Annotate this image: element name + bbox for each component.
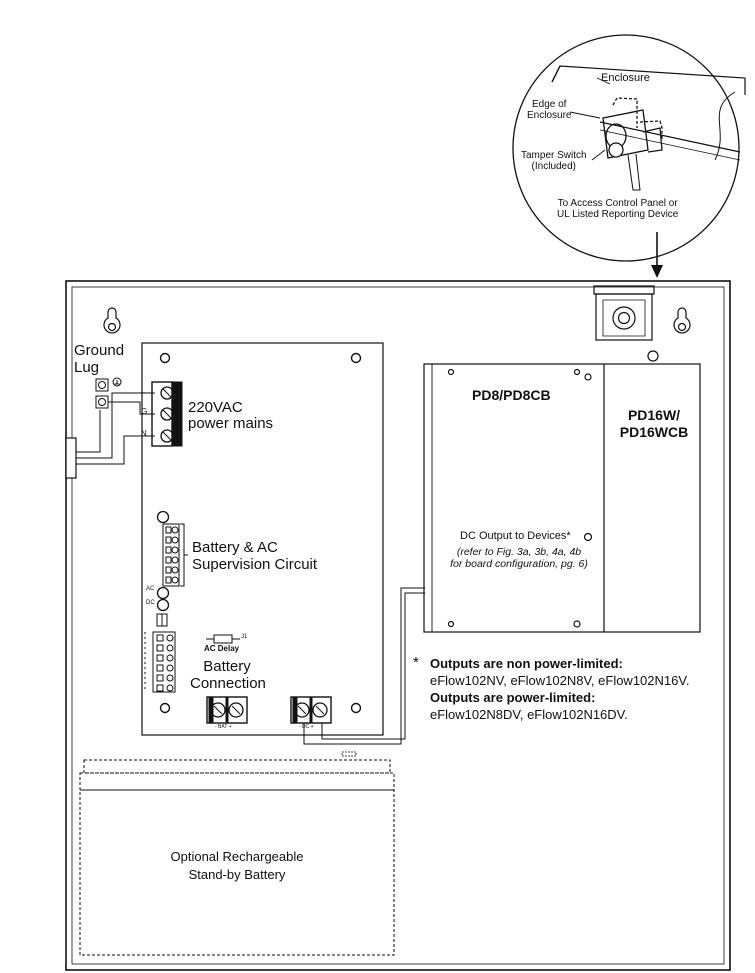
label-access-line2: UL Listed Reporting Device <box>557 209 679 221</box>
supervision-terminal-screw <box>171 556 179 564</box>
tamper-inset <box>512 34 746 262</box>
aux-terminal-screw <box>166 644 174 652</box>
label-tamper-line2: (Included) <box>531 161 577 173</box>
power-supply-board <box>141 342 384 736</box>
supervision-terminal-slot <box>165 566 172 574</box>
label-battery-line1: Optional Rechargeable <box>170 849 304 864</box>
label-battery-line2: Stand-by Battery <box>188 866 286 882</box>
aux-terminal-screw <box>166 664 174 672</box>
label-pd16: PD16W/ PD16WCB <box>614 407 694 441</box>
mains-wiring <box>65 392 155 479</box>
notes-block: Outputs are non power-limited: eFlow102N… <box>430 656 689 724</box>
label-refer-config: (refer to Fig. 3a, 3b, 4a, 4b for board … <box>439 546 599 571</box>
label-note-asterisk: * <box>413 654 419 671</box>
aux-terminal-slot <box>156 654 164 662</box>
label-tamper-switch: Tamper Switch (Included) <box>521 150 587 172</box>
label-jumper: J1 <box>241 634 248 640</box>
battery <box>79 751 395 956</box>
dc-terminal-block <box>290 696 332 724</box>
aux-terminal-strip <box>144 631 176 693</box>
label-supervision-line2: Supervision Circuit <box>192 556 318 574</box>
supervision-terminal-screw <box>171 566 179 574</box>
label-sup-ac: AC <box>146 586 155 592</box>
enclosure-outline <box>65 280 731 971</box>
aux-terminal-slot <box>156 664 164 672</box>
aux-terminal-screw <box>166 654 174 662</box>
label-nonlimited-head: Outputs are non power-limited: <box>430 656 623 671</box>
keyhole-left <box>103 307 121 334</box>
label-refer-line1: (refer to Fig. 3a, 3b, 4a, 4b <box>456 546 582 558</box>
ground-lug <box>95 377 122 409</box>
label-pd8-title: PD8/PD8CB <box>472 387 551 403</box>
aux-terminal-slot <box>156 684 164 692</box>
label-limited-models: eFlow102N8DV, eFlow102N16DV. <box>430 706 628 722</box>
tamper-switch-mount <box>593 285 655 341</box>
label-ground-line1: Ground <box>74 342 125 359</box>
aux-terminal-screw <box>166 684 174 692</box>
supervision-terminal-screw <box>171 526 179 534</box>
supervision-bracket <box>180 523 188 587</box>
label-ground-lug: Ground Lug <box>74 342 125 376</box>
supervision-terminal-screw <box>171 546 179 554</box>
mains-terminal-block <box>151 381 183 447</box>
label-bat-terminal: - BAT + <box>215 724 232 730</box>
aux-terminal-slot <box>156 634 164 642</box>
label-nonlimited-models: eFlow102NV, eFlow102N8V, eFlow102N16V. <box>430 672 690 688</box>
label-sup-dc: DC <box>146 600 155 606</box>
label-edge-line2: Enclosure <box>527 110 572 122</box>
supervision-terminal-slot <box>165 526 172 534</box>
label-dc-terminal: - DC + <box>299 724 314 730</box>
label-enclosure: Enclosure <box>601 72 650 84</box>
supervision-terminal-screw <box>171 576 179 584</box>
label-dc-output: DC Output to Devices* <box>460 530 571 542</box>
label-access-line1: To Access Control Panel or <box>557 198 678 209</box>
label-refer-line2: for board configuration, pg. 6) <box>450 557 588 570</box>
supervision-terminal-slot <box>165 546 172 554</box>
label-mains-N: N <box>141 429 147 438</box>
supervision-terminal-screw <box>171 536 179 544</box>
keyhole-right <box>673 307 691 334</box>
aux-terminal-slot <box>156 644 164 652</box>
aux-terminal-slot <box>156 674 164 682</box>
label-battery: Optional Rechargeable Stand-by Battery <box>137 848 337 883</box>
ac-delay-jumper <box>206 634 240 644</box>
label-ac-delay: AC Delay <box>204 644 240 653</box>
label-pd16-line1: PD16W/ <box>627 407 681 423</box>
label-220vac-line2: power mains <box>188 414 274 432</box>
label-pd16-line2: PD16WCB <box>619 423 689 440</box>
label-220vac: 220VAC power mains <box>188 400 273 432</box>
inset-arrow <box>651 232 663 278</box>
label-supervision: Battery & AC Supervision Circuit <box>192 539 317 574</box>
label-supervision-line1: Battery & AC <box>192 539 278 556</box>
supervision-terminal-slot <box>165 536 172 544</box>
label-edge-of-enclosure: Edge of Enclosure <box>527 99 571 121</box>
label-batconn-line2: Connection <box>190 675 266 693</box>
label-batconn-line1: Battery <box>203 658 251 675</box>
label-tamper-line1: Tamper Switch <box>521 150 587 161</box>
bat-terminal-block <box>206 696 248 724</box>
aux-terminal-screw <box>166 634 174 642</box>
supervision-terminal-strip <box>156 510 180 627</box>
aux-terminal-screw <box>166 674 174 682</box>
dc-output-wiring <box>303 587 425 745</box>
label-mains-L: L <box>141 386 146 395</box>
label-mains-G: G <box>141 407 148 416</box>
label-access-control: To Access Control Panel or UL Listed Rep… <box>557 198 678 220</box>
label-ground-line2: Lug <box>74 358 100 376</box>
supervision-terminal-slot <box>165 576 172 584</box>
label-edge-line1: Edge of <box>531 99 567 110</box>
label-220vac-line1: 220VAC <box>188 399 243 416</box>
supervision-terminal-slot <box>165 556 172 564</box>
pd-board-assembly <box>423 350 701 633</box>
label-battery-connection: Battery Connection <box>190 658 266 693</box>
label-limited-head: Outputs are power-limited: <box>430 689 596 705</box>
